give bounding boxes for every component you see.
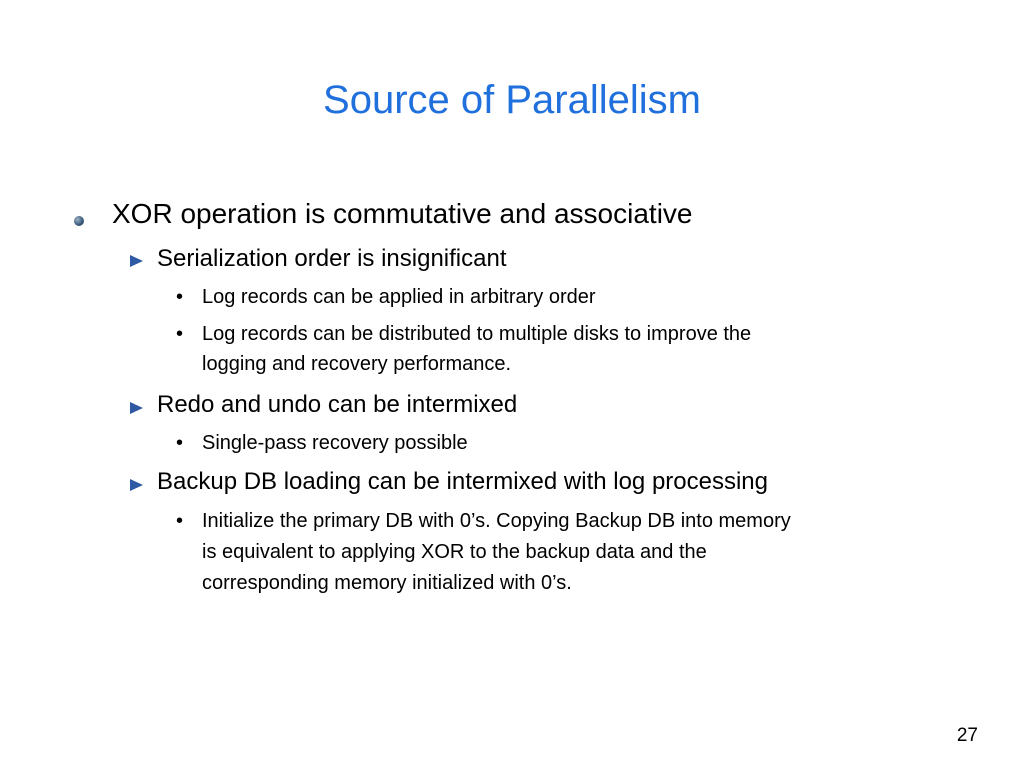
bullet-log-distributed-line-2: logging and recovery performance.: [202, 353, 512, 375]
slide-title: Source of Parallelism: [323, 78, 701, 122]
bullet-log-distributed-line-1: Log records can be distributed to multip…: [202, 323, 752, 345]
bullet-backup-db-loading: Backup DB loading can be intermixed with…: [157, 468, 769, 495]
bullet-initialize-line-1: Initialize the primary DB with 0’s. Copy…: [202, 510, 791, 532]
dot-bullet-icon: •: [176, 286, 184, 308]
dot-bullet-icon: •: [176, 323, 184, 345]
page-number: 27: [956, 725, 978, 746]
bullet-initialize-line-3: corresponding memory initialized with 0’…: [202, 572, 572, 594]
dot-bullet-icon: •: [176, 432, 184, 454]
bullet-serialization-order: Serialization order is insignificant: [157, 245, 507, 272]
triangle-bullet-icon: [130, 255, 143, 267]
bullet-log-arbitrary-order: Log records can be applied in arbitrary …: [202, 286, 596, 308]
round-bullet-icon: [74, 216, 84, 226]
triangle-bullet-icon: [130, 402, 143, 414]
triangle-bullet-icon: [130, 479, 143, 491]
dot-bullet-icon: •: [176, 510, 184, 532]
bullet-initialize-line-2: is equivalent to applying XOR to the bac…: [202, 541, 707, 563]
bullet-redo-undo: Redo and undo can be intermixed: [157, 391, 518, 418]
bullet-single-pass: Single-pass recovery possible: [202, 432, 468, 454]
bullet-xor-commutative: XOR operation is commutative and associa…: [112, 198, 693, 229]
